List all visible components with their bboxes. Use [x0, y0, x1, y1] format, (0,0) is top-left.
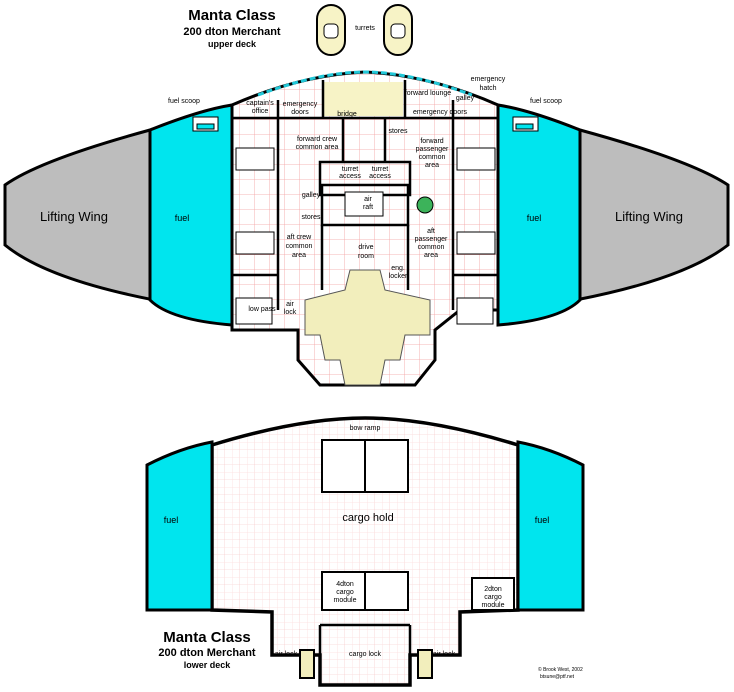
wing-left-label: Lifting Wing	[40, 209, 108, 224]
lower-title: Manta Class	[163, 629, 251, 646]
emergency-hatch-label-2: hatch	[479, 85, 496, 92]
air-raft-label: air	[364, 196, 372, 203]
bridge-label: bridge	[337, 111, 357, 118]
lower-deck-label: lower deck	[184, 660, 232, 670]
air-raft-label-2: raft	[363, 204, 373, 211]
aft-crew-label-3: area	[292, 252, 306, 259]
turret-access-1-label-2: access	[339, 173, 361, 180]
fuel-scoop-right-label: fuel scoop	[530, 98, 562, 105]
bow-ramp-label: bow ramp	[350, 425, 381, 432]
aft-passenger-label-4: area	[424, 252, 438, 259]
module-center-label-3: module	[334, 597, 357, 604]
cargo-hold-label: cargo hold	[342, 512, 393, 524]
forward-crew-label-2: common area	[296, 144, 339, 151]
fuel-tank-lower-left	[145, 440, 214, 612]
aft-passenger-label: aft	[427, 228, 435, 235]
module-center-label: 4dton	[336, 581, 354, 588]
low-pass-label: low pass	[248, 306, 276, 313]
stores-label: stores	[301, 214, 321, 221]
forward-passenger-label-3: common	[419, 154, 446, 161]
eng-locker-label: eng.	[391, 265, 405, 272]
cargo-lock-label: cargo lock	[349, 651, 381, 658]
drive-room-label-2: room	[358, 253, 374, 260]
turret-access-2-label: turret	[372, 166, 388, 173]
fuel-lower-left-label: fuel	[164, 515, 179, 525]
fuel-tank-upper-left	[148, 103, 234, 327]
captains-office-label: captain's	[246, 100, 274, 107]
turret-access-2-label-2: access	[369, 173, 391, 180]
galley-fwd-label: galley	[456, 95, 475, 102]
aft-passenger-label-3: common	[418, 244, 445, 251]
fuel-upper-left-label: fuel	[175, 213, 190, 223]
turrets-label: turrets	[355, 25, 375, 32]
galley-label: galley	[302, 192, 321, 199]
emergency-doors-left-label: emergency	[283, 101, 318, 108]
forward-passenger-label-4: area	[425, 162, 439, 169]
module-right-label-2: cargo	[484, 594, 502, 601]
emergency-doors-right-label: emergency doors	[413, 109, 468, 116]
forward-passenger-label: forward	[420, 138, 443, 145]
fuel-lower-right-label: fuel	[535, 515, 550, 525]
drive-room-label: drive	[358, 244, 373, 251]
module-right-label-3: module	[482, 602, 505, 609]
captains-office-label-2: office	[252, 108, 269, 115]
aft-crew-label-2: common	[286, 243, 313, 250]
forward-passenger-label-2: passenger	[416, 146, 449, 153]
air-lock-label-2: lock	[284, 309, 297, 316]
fuel-tank-lower-right	[516, 440, 585, 612]
module-right-label: 2dton	[484, 586, 502, 593]
stores-fwd-label: stores	[388, 128, 408, 135]
credit-email: btsune@ptf.net	[540, 674, 575, 680]
lower-subtitle: 200 dton Merchant	[158, 647, 256, 659]
air-lock-left-label: air lock	[275, 651, 298, 658]
upper-subtitle: 200 dton Merchant	[183, 26, 281, 38]
forward-crew-label: forward crew	[297, 136, 338, 143]
fuel-upper-right-label: fuel	[527, 213, 542, 223]
wing-right-label: Lifting Wing	[615, 209, 683, 224]
eng-locker-label-2: locker	[389, 273, 408, 280]
upper-title: Manta Class	[188, 7, 276, 24]
air-lock-right-label: air lock	[433, 651, 456, 658]
credit-author: © Brook West, 2002	[538, 666, 583, 673]
module-center-label-2: cargo	[336, 589, 354, 596]
forward-lounge-label: forward lounge	[405, 90, 451, 97]
aft-crew-label: aft crew	[287, 234, 312, 241]
aft-passenger-label-2: passenger	[415, 236, 448, 243]
turrets	[316, 4, 413, 56]
emergency-hatch-label: emergency	[471, 76, 506, 83]
fuel-scoop-left-label: fuel scoop	[168, 98, 200, 105]
emergency-doors-left-label-2: doors	[291, 109, 309, 116]
upper-deck-label: upper deck	[208, 39, 257, 49]
air-lock-label: air	[286, 301, 294, 308]
fuel-tank-upper-right	[496, 103, 582, 327]
drive-engine	[304, 269, 431, 386]
turret-access-1-label: turret	[342, 166, 358, 173]
